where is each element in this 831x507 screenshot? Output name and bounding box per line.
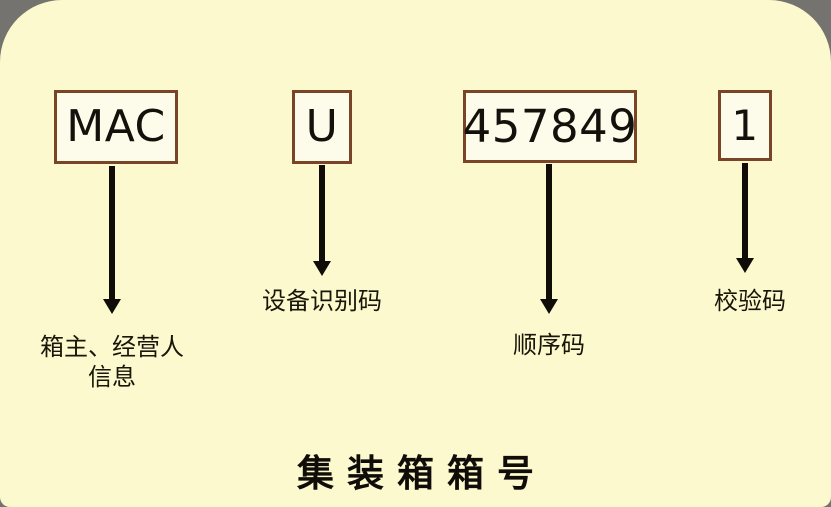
down-arrow-icon-owner [97, 166, 127, 314]
arrow-shaft [546, 164, 552, 299]
down-arrow-icon-equipment [307, 165, 337, 276]
code-box-equipment: U [292, 90, 352, 164]
code-box-serial: 457849 [463, 90, 637, 163]
arrow-head [540, 299, 558, 314]
arrow-head [736, 258, 754, 273]
code-box-owner: MAC [54, 90, 178, 164]
caption-serial: 顺序码 [513, 331, 585, 359]
arrow-shaft [109, 166, 115, 299]
arrow-head [313, 261, 331, 276]
code-box-check-digit: 1 [718, 90, 772, 161]
caption-check-digit: 校验码 [714, 287, 786, 315]
down-arrow-icon-check-digit [730, 163, 760, 273]
caption-owner: 箱主、经营人 信息 [40, 333, 184, 391]
diagram-title: 集装箱箱号 [297, 452, 547, 495]
caption-equipment: 设备识别码 [262, 287, 382, 315]
arrow-head [103, 299, 121, 314]
arrow-shaft [742, 163, 748, 258]
arrow-shaft [319, 165, 325, 261]
down-arrow-icon-serial [534, 164, 564, 314]
